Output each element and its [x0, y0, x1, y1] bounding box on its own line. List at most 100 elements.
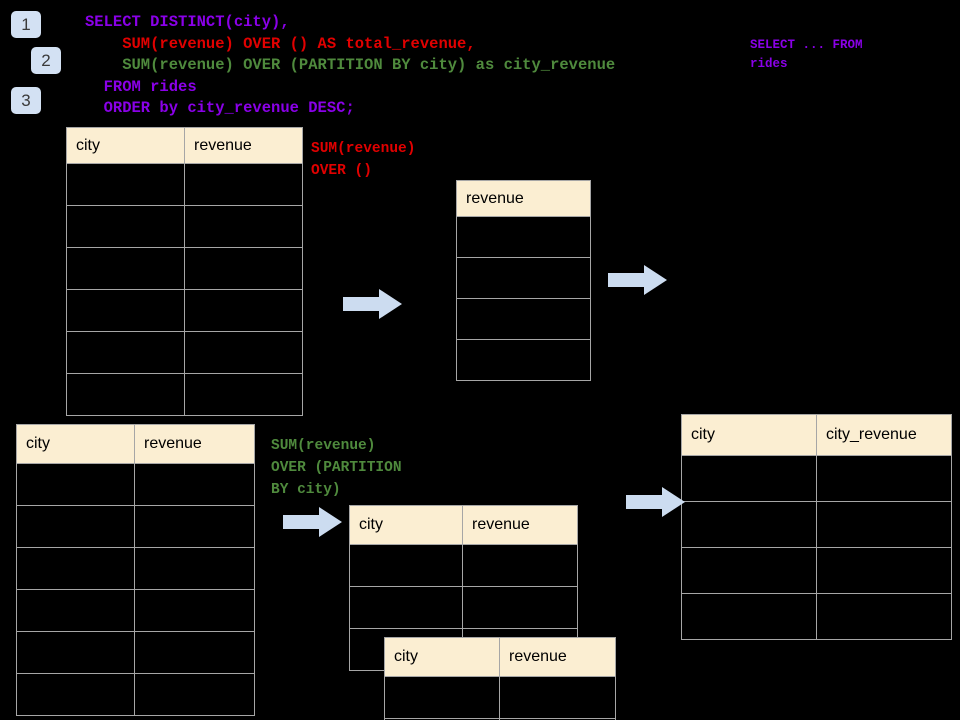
sql-line-order-by: ORDER by city_revenue DESC;: [85, 99, 355, 117]
cell-city: [384, 676, 500, 719]
cell-city: [66, 331, 185, 374]
cell-revenue: [134, 631, 255, 674]
cell-revenue: [456, 298, 591, 340]
sql-line-from: FROM rides: [85, 77, 197, 96]
table-row: [681, 501, 952, 548]
table-row: [16, 589, 255, 632]
cell-city: [681, 547, 817, 594]
cell-revenue: [462, 586, 578, 629]
step-badge-3: 3: [11, 87, 41, 114]
cell-revenue: [184, 331, 303, 374]
table-row: [16, 673, 255, 716]
column-header-revenue: revenue: [184, 127, 303, 164]
cell-city: [681, 593, 817, 640]
column-header-revenue: revenue: [499, 637, 616, 677]
cell-revenue: [134, 463, 255, 506]
sql-query-block: SELECT DISTINCT(city), SUM(revenue) OVER…: [85, 12, 615, 120]
cell-revenue: [184, 289, 303, 332]
table-row: [456, 257, 591, 299]
table-row: [66, 205, 303, 248]
column-header-revenue: revenue: [456, 180, 591, 217]
cell-revenue: [184, 247, 303, 290]
table-row: [456, 216, 591, 258]
cell-city: [66, 205, 185, 248]
flow-arrow-3-icon: [283, 507, 342, 537]
table-header-row: city revenue: [16, 424, 255, 464]
cell-revenue: [184, 163, 303, 206]
flow-arrow-4-icon: [626, 487, 685, 517]
table-row: [681, 593, 952, 640]
cell-revenue: [134, 673, 255, 716]
table-row: [456, 339, 591, 381]
column-header-city: city: [16, 424, 135, 464]
table-total-revenue: revenue: [456, 180, 591, 381]
table-header-row: city revenue: [66, 127, 303, 164]
cell-revenue: [134, 589, 255, 632]
cell-revenue: [134, 547, 255, 590]
table-partition-group-b: city revenue: [384, 637, 616, 720]
cell-city: [66, 163, 185, 206]
table-row: [16, 631, 255, 674]
sql-side-note: SELECT ... FROM rides: [750, 38, 863, 71]
annotation-sum-over-empty: SUM(revenue) OVER (): [311, 141, 416, 179]
table-row: [66, 373, 303, 416]
cell-city: [16, 631, 135, 674]
cell-city: [681, 501, 817, 548]
cell-city: [16, 547, 135, 590]
table-row: [456, 298, 591, 340]
flow-arrow-2-icon: [608, 265, 667, 295]
cell-revenue: [499, 676, 616, 719]
sql-line-total-revenue: SUM(revenue) OVER () AS total_revenue,: [85, 34, 476, 53]
table-row: [66, 289, 303, 332]
sql-line-city-revenue: SUM(revenue) OVER (PARTITION BY city) as…: [85, 56, 616, 74]
cell-city: [66, 373, 185, 416]
table-final-result: city city_revenue: [681, 414, 952, 640]
cell-revenue: [184, 205, 303, 248]
cell-revenue: [184, 373, 303, 416]
column-header-city: city: [349, 505, 463, 545]
flow-arrow-1-icon: [343, 289, 402, 319]
cell-city: [16, 673, 135, 716]
step-badge-1: 1: [11, 11, 41, 38]
cell-revenue: [456, 216, 591, 258]
cell-city: [66, 247, 185, 290]
table-row: [66, 247, 303, 290]
table-header-row: city revenue: [349, 505, 578, 545]
table-row: [66, 163, 303, 206]
table-row: [681, 547, 952, 594]
step-badge-2: 2: [31, 47, 61, 74]
cell-revenue: [456, 257, 591, 299]
table-rides-top: city revenue: [66, 127, 303, 416]
annotation-sum-over-partition: SUM(revenue) OVER (PARTITION BY city): [271, 438, 402, 498]
table-row: [681, 455, 952, 502]
sql-line-select: SELECT DISTINCT(city),: [85, 13, 290, 31]
cell-city: [349, 586, 463, 629]
table-row: [349, 586, 578, 629]
step-badge-1-label: 1: [21, 15, 31, 34]
cell-revenue: [499, 718, 616, 720]
cell-city-revenue: [816, 547, 952, 594]
column-header-city: city: [384, 637, 500, 677]
cell-city-revenue: [816, 501, 952, 548]
table-row: [16, 505, 255, 548]
cell-city: [16, 589, 135, 632]
table-row: [384, 718, 616, 720]
table-header-row: city revenue: [384, 637, 616, 677]
cell-city: [349, 544, 463, 587]
cell-revenue: [134, 505, 255, 548]
table-row: [384, 676, 616, 719]
table-row: [16, 463, 255, 506]
cell-city-revenue: [816, 455, 952, 502]
cell-city: [66, 289, 185, 332]
column-header-revenue: revenue: [134, 424, 255, 464]
cell-city: [16, 505, 135, 548]
cell-revenue: [456, 339, 591, 381]
cell-city-revenue: [816, 593, 952, 640]
step-badge-2-label: 2: [41, 51, 51, 70]
table-header-row: city city_revenue: [681, 414, 952, 456]
cell-city: [681, 455, 817, 502]
cell-city: [16, 463, 135, 506]
table-rides-bottom: city revenue: [16, 424, 255, 716]
column-header-city: city: [66, 127, 185, 164]
